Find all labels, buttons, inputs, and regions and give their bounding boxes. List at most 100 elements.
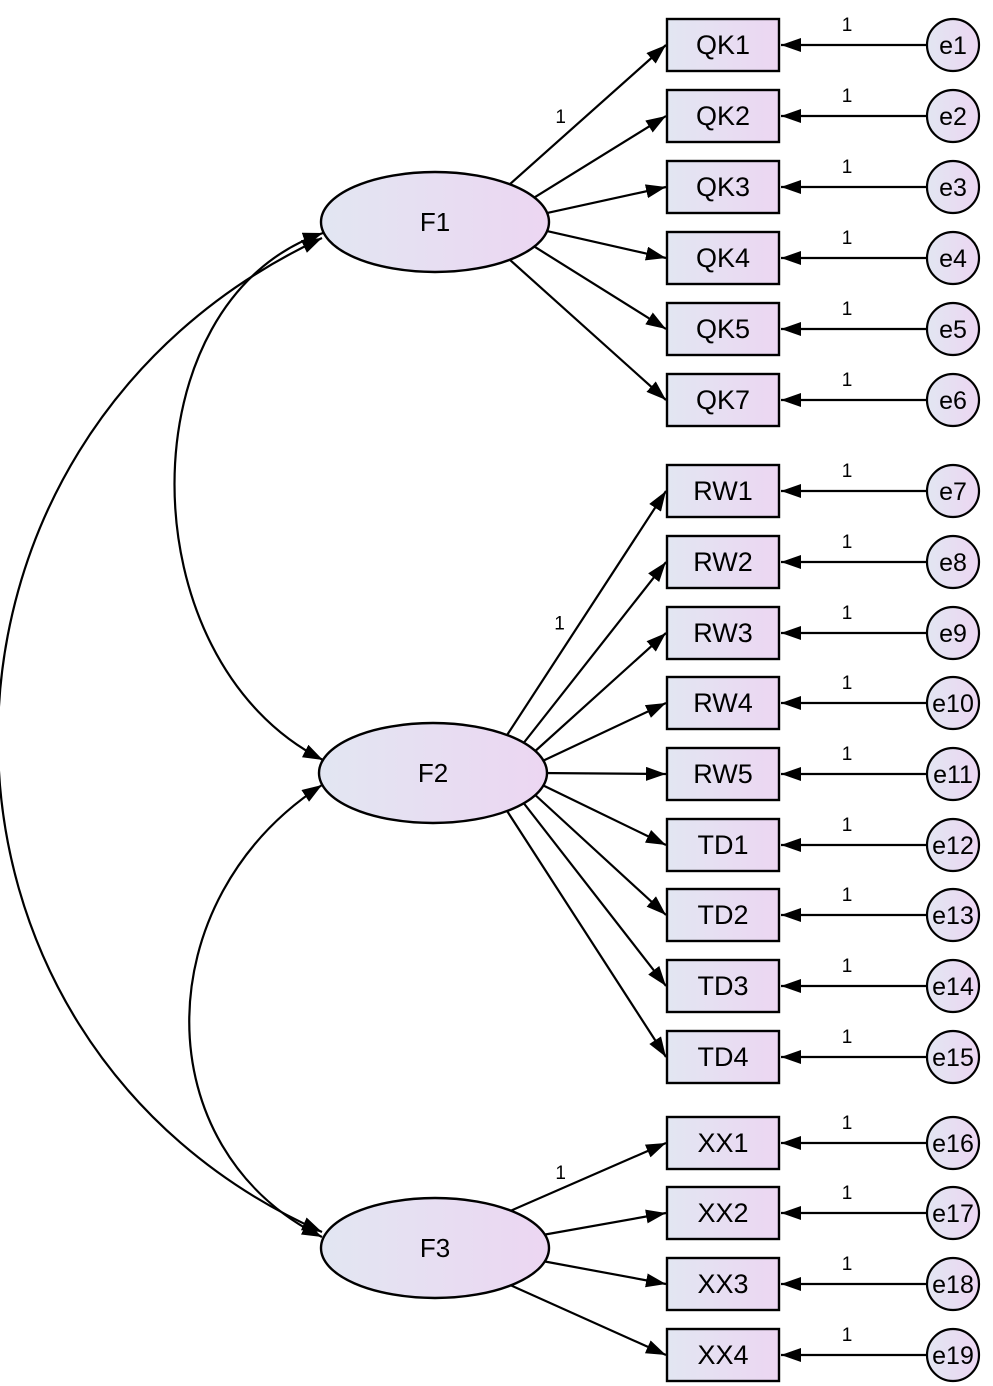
indicator-label-qk5: QK5 — [696, 314, 750, 344]
error-weight-label: 1 — [842, 1183, 853, 1204]
loading-path-f2-rw2 — [520, 561, 667, 747]
error-label-e14: e14 — [932, 973, 974, 1001]
error-circle-e19 — [925, 1327, 981, 1383]
error-circle-e14 — [925, 958, 981, 1014]
loading-path-f3-xx3 — [536, 1258, 667, 1288]
indicator-box-td3 — [665, 958, 781, 1014]
indicator-label-qk7: QK7 — [696, 385, 750, 415]
indicator-label-qk3: QK3 — [696, 172, 750, 202]
indicator-box-xx4 — [665, 1327, 781, 1383]
indicator-label-qk1: QK1 — [696, 30, 750, 60]
indicator-box-rw4 — [665, 675, 781, 731]
indicator-box-td4 — [665, 1029, 781, 1085]
error-circle-e8 — [925, 534, 981, 590]
error-label-e10: e10 — [932, 690, 974, 718]
indicator-label-rw5: RW5 — [693, 759, 753, 789]
error-weight-label: 1 — [842, 603, 853, 624]
error-circle-e10 — [925, 675, 981, 731]
loading-path-f3-xx2 — [536, 1209, 667, 1238]
indicator-box-td2 — [665, 887, 781, 943]
covariance-arc-f1-f2 — [173, 231, 324, 761]
error-circle-e3 — [925, 159, 981, 215]
indicator-label-rw3: RW3 — [693, 618, 753, 648]
indicator-label-td1: TD1 — [697, 830, 748, 860]
error-circle-e17 — [925, 1185, 981, 1241]
loading-path-f2-rw1 — [504, 490, 667, 738]
error-weight-label: 1 — [842, 228, 853, 249]
indicator-label-qk2: QK2 — [696, 101, 750, 131]
error-weight-label: 1 — [842, 1325, 853, 1346]
error-label-e3: e3 — [939, 174, 967, 202]
error-weight-label: 1 — [842, 299, 853, 320]
error-weight-label: 1 — [842, 532, 853, 553]
error-circle-e9 — [925, 605, 981, 661]
indicator-box-qk5 — [665, 301, 781, 357]
error-circle-e13 — [925, 887, 981, 943]
error-label-e13: e13 — [932, 902, 974, 930]
error-weight-label: 1 — [842, 956, 853, 977]
error-label-e1: e1 — [939, 32, 967, 60]
error-weight-label: 1 — [842, 1113, 853, 1134]
error-label-e6: e6 — [939, 387, 967, 415]
indicator-box-rw1 — [665, 463, 781, 519]
loading-path-f2-td3 — [520, 799, 667, 987]
indicator-label-td2: TD2 — [697, 900, 748, 930]
error-weight-label: 1 — [842, 157, 853, 178]
error-label-e17: e17 — [932, 1200, 974, 1228]
error-label-e19: e19 — [932, 1342, 974, 1370]
indicator-label-rw4: RW4 — [693, 688, 753, 718]
covariance-arc-f1-f3 — [0, 237, 323, 1234]
error-label-e2: e2 — [939, 103, 967, 131]
error-circle-e15 — [925, 1029, 981, 1085]
loading-path-f2-td1 — [535, 781, 667, 846]
error-label-e12: e12 — [932, 832, 974, 860]
latent-ellipse-f3 — [319, 1196, 551, 1300]
error-weight-label: 1 — [842, 815, 853, 836]
indicator-box-rw3 — [665, 605, 781, 661]
loading-path-f1-qk5 — [529, 242, 667, 330]
indicator-label-xx1: XX1 — [697, 1128, 748, 1158]
error-weight-label: 1 — [842, 86, 853, 107]
loading-path-f2-rw3 — [530, 632, 667, 756]
loading-weight-label: 1 — [555, 107, 566, 128]
loading-path-f1-qk1 — [507, 44, 667, 187]
error-label-e8: e8 — [939, 549, 967, 577]
error-label-e11: e11 — [933, 761, 973, 789]
loading-path-f3-xx1 — [507, 1141, 667, 1214]
error-label-e7: e7 — [939, 478, 967, 506]
indicator-label-qk4: QK4 — [696, 243, 750, 273]
latent-label-f2: F2 — [418, 758, 448, 788]
indicator-box-td1 — [665, 817, 781, 873]
indicator-box-rw5 — [665, 746, 781, 802]
indicator-box-qk2 — [665, 88, 781, 144]
loading-path-f1-qk4 — [538, 228, 667, 261]
indicator-box-qk7 — [665, 372, 781, 428]
error-weight-label: 1 — [842, 744, 853, 765]
latent-ellipse-f1 — [319, 170, 551, 274]
loading-path-f1-qk7 — [507, 257, 667, 401]
error-weight-label: 1 — [842, 370, 853, 391]
error-weight-label: 1 — [842, 673, 853, 694]
latent-label-f1: F1 — [420, 207, 450, 237]
error-circle-e5 — [925, 301, 981, 357]
error-weight-label: 1 — [842, 461, 853, 482]
loading-path-f3-xx4 — [507, 1282, 667, 1357]
indicator-box-xx1 — [665, 1115, 781, 1171]
latent-label-f3: F3 — [420, 1233, 450, 1263]
error-weight-label: 1 — [842, 885, 853, 906]
error-label-e5: e5 — [939, 316, 967, 344]
loading-path-f1-qk3 — [538, 184, 667, 216]
loading-path-f2-rw5 — [537, 766, 667, 781]
error-circle-e12 — [925, 817, 981, 873]
error-weight-label: 1 — [842, 1254, 853, 1275]
error-label-e16: e16 — [932, 1130, 974, 1158]
error-circle-e11 — [925, 746, 981, 802]
loading-path-f1-qk2 — [529, 115, 667, 202]
indicator-label-td3: TD3 — [697, 971, 748, 1001]
loading-path-f2-td2 — [530, 790, 667, 916]
loading-weight-label: 1 — [555, 1163, 566, 1184]
error-circle-e2 — [925, 88, 981, 144]
error-circle-e7 — [925, 463, 981, 519]
